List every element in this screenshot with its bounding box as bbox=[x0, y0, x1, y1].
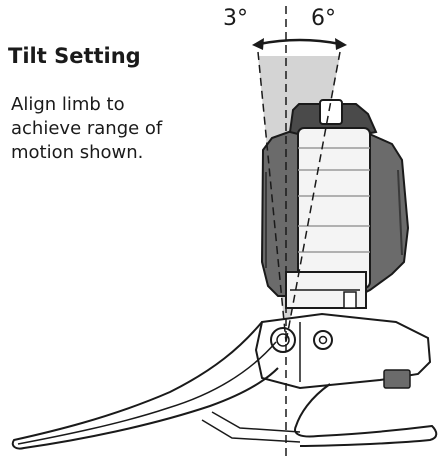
foot-plate bbox=[11, 321, 279, 450]
heel-spring bbox=[294, 383, 438, 447]
pivot-bolt-rear bbox=[313, 330, 333, 350]
right-tilt-angle-label: 6° bbox=[311, 6, 336, 31]
tilt-setting-title: Tilt Setting bbox=[8, 44, 141, 68]
instruction-line-1: Align limb to bbox=[11, 94, 125, 115]
pivot-bolt-front bbox=[270, 327, 296, 353]
alignment-instruction: Align limb to achieve range of motion sh… bbox=[11, 93, 191, 165]
arc-arrow-left bbox=[252, 38, 264, 50]
left-limit-line bbox=[257, 51, 287, 343]
heel-bumper bbox=[383, 369, 411, 389]
adapter-clamp bbox=[319, 99, 343, 125]
left-tilt-angle-label: 3° bbox=[223, 6, 248, 31]
instruction-line-2: achieve range of bbox=[11, 118, 163, 139]
instruction-line-3: motion shown. bbox=[11, 142, 144, 163]
tilt-range-arc bbox=[258, 38, 341, 46]
right-limit-line bbox=[285, 51, 341, 343]
arc-arrow-right bbox=[335, 38, 347, 50]
center-cylinder bbox=[297, 127, 371, 289]
adjustment-screw bbox=[343, 291, 357, 309]
